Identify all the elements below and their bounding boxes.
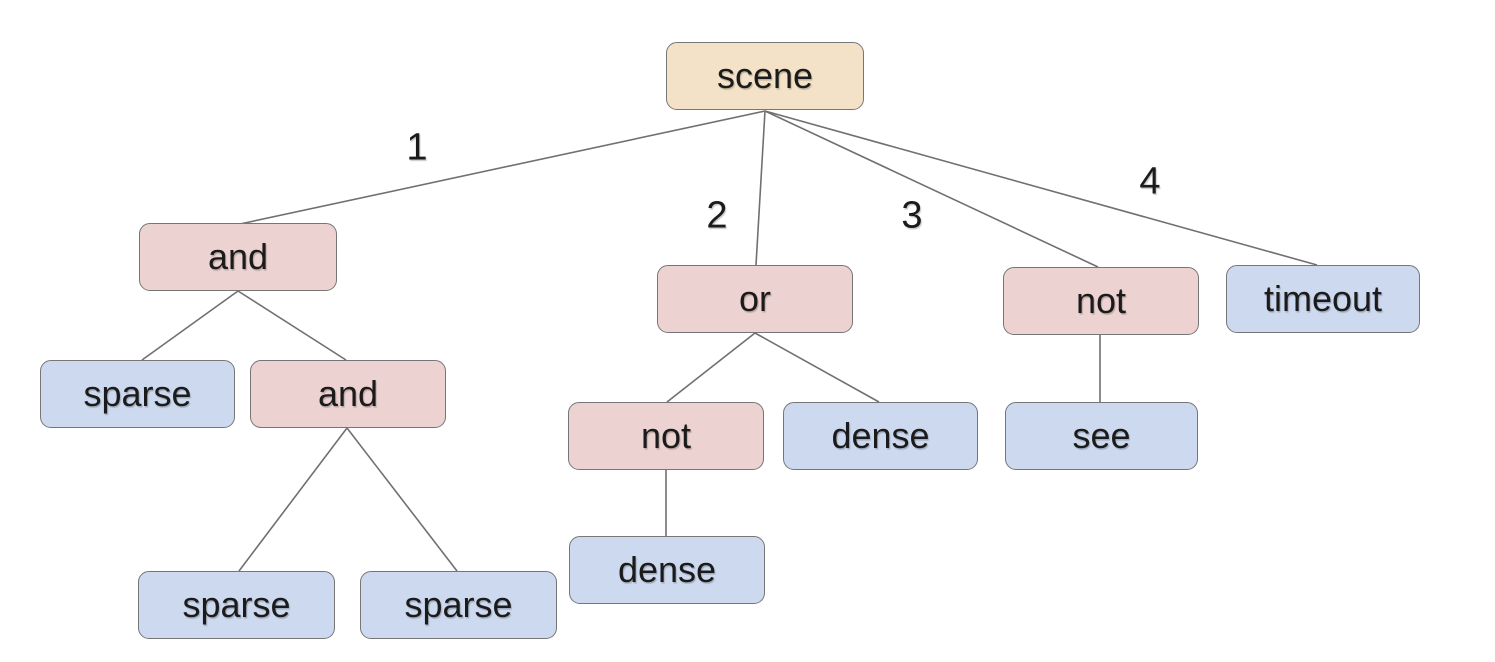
edge-scene-or-1	[755, 110, 766, 266]
node-timeout-1: timeout	[1226, 265, 1420, 333]
edge-or-1-not-2	[666, 332, 756, 403]
node-scene: scene	[666, 42, 864, 110]
node-or-1: or	[657, 265, 853, 333]
node-and-1: and	[139, 223, 337, 291]
edge-label-2: 2	[706, 194, 728, 237]
edge-label-1: 1	[406, 126, 428, 169]
edge-and-2-sparse-3	[346, 427, 458, 572]
edge-scene-timeout-1	[764, 110, 1318, 266]
edge-scene-and-1	[239, 110, 766, 225]
edge-and-2-sparse-2	[238, 427, 348, 572]
node-not-1: not	[1003, 267, 1199, 335]
node-sparse-1: sparse	[40, 360, 235, 428]
edge-label-4: 4	[1139, 160, 1161, 203]
node-dense-1: dense	[783, 402, 978, 470]
edge-or-1-dense-1	[754, 332, 880, 403]
node-see-1: see	[1005, 402, 1198, 470]
node-sparse-2: sparse	[138, 571, 335, 639]
edge-and-1-and-2	[237, 290, 347, 361]
node-not-2: not	[568, 402, 764, 470]
edge-and-1-sparse-1	[141, 290, 239, 361]
edge-scene-not-1	[764, 110, 1099, 268]
node-and-2: and	[250, 360, 446, 428]
edge-label-3: 3	[901, 194, 923, 237]
node-sparse-3: sparse	[360, 571, 557, 639]
node-dense-2: dense	[569, 536, 765, 604]
